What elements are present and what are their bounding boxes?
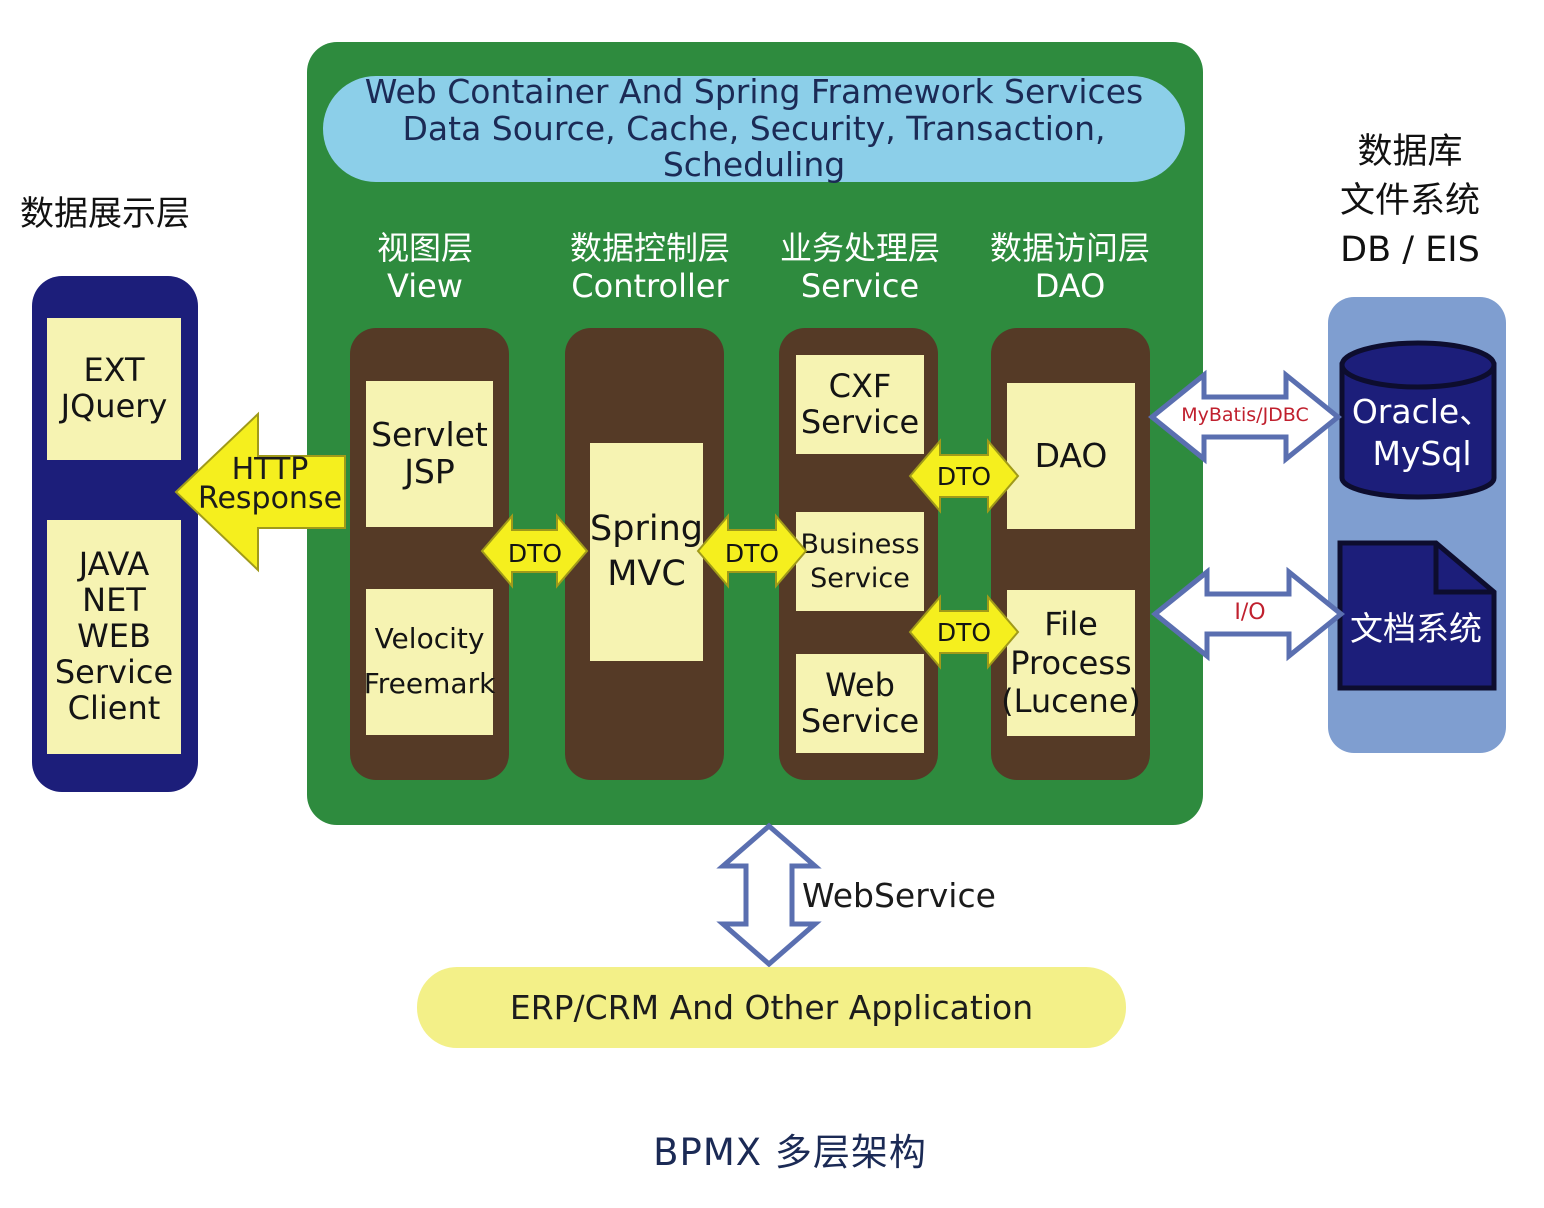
view-layer-cn: 视图层 <box>376 229 473 267</box>
client-web-label: WEB <box>77 617 151 656</box>
service-layer-header: 业务处理层 Service <box>770 229 950 306</box>
dto-label-3: DTO <box>937 462 991 491</box>
ext-label: EXT <box>83 351 145 390</box>
business-service-label: Service <box>810 562 910 594</box>
spring-mvc-box: Spring MVC <box>590 443 703 661</box>
framework-services-banner: Web Container And Spring Framework Servi… <box>323 71 1185 185</box>
erp-crm-application-box: ERP/CRM And Other Application <box>417 967 1126 1048</box>
http-response-arrow <box>174 411 346 573</box>
database-cn-label: 数据库 <box>1357 132 1463 172</box>
process-label: Process <box>1010 643 1132 682</box>
file-process-box: File Process (Lucene) <box>1001 590 1141 736</box>
services-line-2: Data Source, Cache, Security, Transactio… <box>402 108 1106 185</box>
client-net-label: NET <box>82 581 146 620</box>
client-service-label: Service <box>54 652 174 691</box>
oracle-label: Oracle、 <box>1351 391 1493 431</box>
db-eis-label: DB / EIS <box>1340 230 1480 270</box>
mysql-label: MySql <box>1372 434 1472 473</box>
database-cylinder-icon <box>1339 340 1497 500</box>
dto-label-1: DTO <box>508 539 562 568</box>
services-line-1: Web Container And Spring Framework Servi… <box>364 71 1144 111</box>
controller-layer-en: Controller <box>571 266 729 305</box>
dao-layer-en: DAO <box>1034 266 1106 305</box>
cxf-service-label: Service <box>800 402 920 441</box>
io-arrow <box>1151 566 1345 662</box>
velocity-freemark-box: Velocity Freemark <box>363 589 496 735</box>
client-java-label: JAVA <box>78 545 150 584</box>
document-system-label: 文档系统 <box>1350 609 1482 648</box>
database-label: Oracle、 MySql <box>1352 388 1492 478</box>
document-icon <box>1337 540 1497 691</box>
cxf-label: CXF <box>828 366 892 405</box>
dto-arrow-service-dao-bottom <box>908 594 1020 670</box>
webservice-client-box: JAVA NET WEB Service Client <box>47 520 181 754</box>
spring-label: Spring <box>590 508 703 549</box>
webservice-label: WebService <box>802 876 996 915</box>
webservice-vertical-arrow <box>716 822 822 968</box>
jquery-label: JQuery <box>60 387 168 425</box>
dto-arrow-view-controller <box>480 513 589 589</box>
web-label: Web <box>825 665 895 704</box>
io-label: I/O <box>1234 600 1266 625</box>
jsp-label: JSP <box>404 452 455 491</box>
web-service-label: Service <box>800 701 920 740</box>
http-label: HTTP <box>231 452 309 487</box>
presentation-layer-title: 数据展示层 <box>20 194 190 234</box>
web-service-box: Web Service <box>796 654 924 753</box>
controller-layer-cn: 数据控制层 <box>569 229 730 267</box>
response-label: Response <box>197 480 343 516</box>
freemark-label: Freemark <box>363 667 496 700</box>
cxf-service-box: CXF Service <box>796 355 924 454</box>
dto-label-4: DTO <box>937 618 991 647</box>
view-layer-en: View <box>387 266 463 305</box>
dao-layer-header: 数据访问层 DAO <box>980 229 1160 306</box>
service-layer-cn: 业务处理层 <box>779 229 940 267</box>
mvc-label: MVC <box>607 554 686 594</box>
dto-arrow-controller-service <box>696 513 808 589</box>
controller-layer-header: 数据控制层 Controller <box>555 229 745 306</box>
servlet-label: Servlet <box>371 415 488 455</box>
dto-label-2: DTO <box>725 539 779 568</box>
dao-box: DAO <box>1007 383 1135 529</box>
client-client-label: Client <box>67 688 161 727</box>
business-label: Business <box>800 528 920 560</box>
view-layer-header: 视图层 View <box>340 229 510 306</box>
ext-jquery-box: EXT JQuery <box>47 318 181 460</box>
http-response-label: HTTP Response <box>190 452 350 516</box>
diagram-caption: BPMX 多层架构 <box>653 1131 927 1174</box>
service-layer-en: Service <box>800 266 920 305</box>
mybatis-jdbc-arrow <box>1148 369 1342 465</box>
servlet-jsp-box: Servlet JSP <box>366 381 493 527</box>
mybatis-jdbc-label: MyBatis/JDBC <box>1181 404 1309 426</box>
velocity-label: Velocity <box>374 622 485 656</box>
dao-layer-cn: 数据访问层 <box>989 229 1150 267</box>
file-label: File <box>1044 605 1098 644</box>
dao-label: DAO <box>1034 435 1108 475</box>
filesystem-cn-label: 文件系统 <box>1339 181 1480 221</box>
business-service-box: Business Service <box>796 512 924 611</box>
data-store-title: 数据库 文件系统 DB / EIS <box>1320 128 1500 275</box>
dto-arrow-service-dao-top <box>908 438 1020 514</box>
lucene-label: (Lucene) <box>1001 682 1141 721</box>
